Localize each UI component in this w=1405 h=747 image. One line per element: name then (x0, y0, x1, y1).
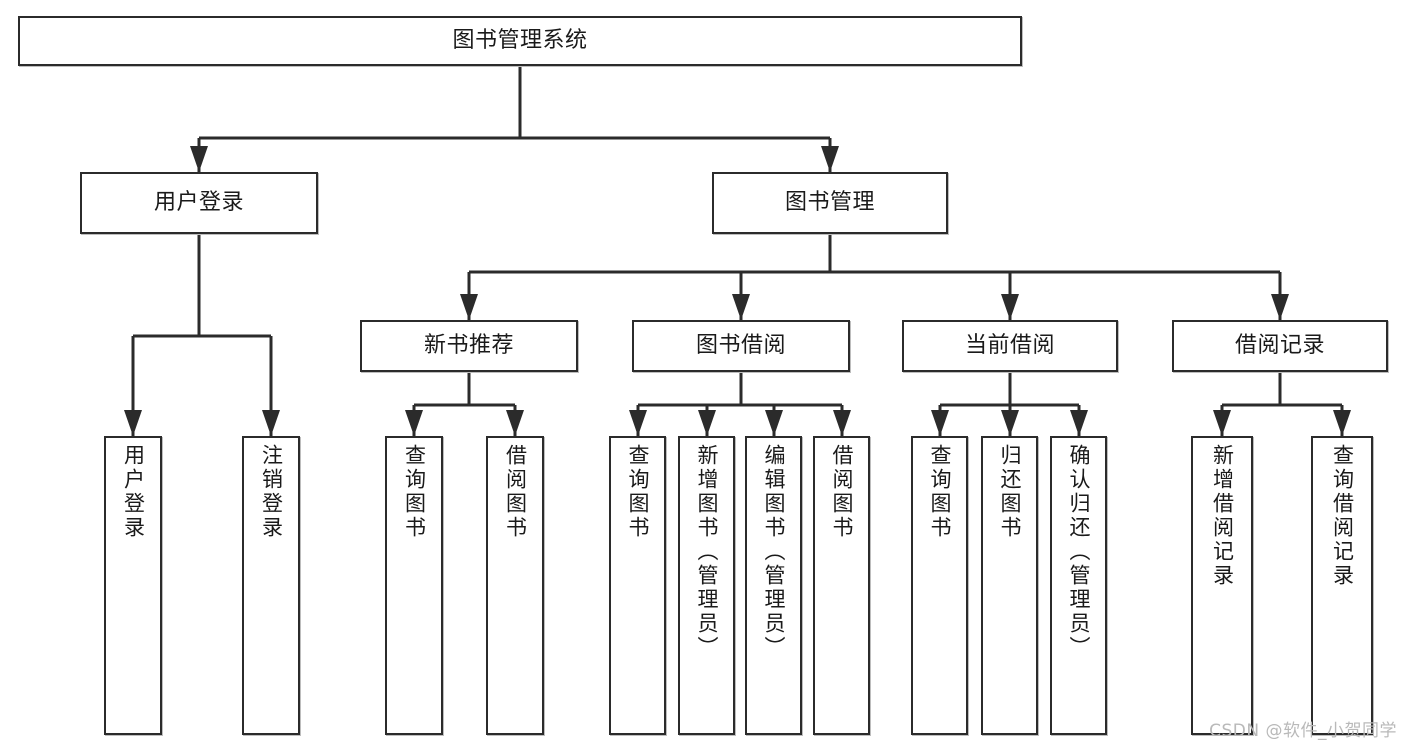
node-label-leaf-query-book-1: 查询图书 (402, 444, 427, 540)
watermark: CSDN @软件_小贺同学 (1209, 721, 1397, 741)
node-label-leaf-query-record: 查询借阅记录 (1330, 444, 1355, 588)
arrowhead-icon-leaf-edit-book (765, 410, 783, 436)
node-label-user-login: 用户登录 (153, 190, 244, 216)
arrowhead-icon-borrow-record (1271, 294, 1289, 320)
node-leaf-query-book-3[interactable]: 查询图书 (911, 436, 968, 735)
node-label-leaf-borrow-book-1: 借阅图书 (503, 444, 528, 540)
node-leaf-query-book-1[interactable]: 查询图书 (385, 436, 443, 735)
node-label-leaf-edit-book: 编辑图书（管理员） (762, 444, 786, 660)
arrowhead-icon-leaf-confirm-return (1070, 410, 1088, 436)
arrowhead-icon-book-manage (821, 146, 839, 172)
node-borrow-record[interactable]: 借阅记录 (1172, 320, 1388, 372)
node-leaf-add-record[interactable]: 新增借阅记录 (1191, 436, 1253, 735)
arrowhead-icon-leaf-borrow-book-1 (506, 410, 524, 436)
node-label-leaf-logout: 注销登录 (259, 444, 284, 540)
node-label-leaf-query-book-2: 查询图书 (626, 444, 650, 540)
node-leaf-return-book[interactable]: 归还图书 (981, 436, 1038, 735)
arrowhead-icon-leaf-add-record (1213, 410, 1231, 436)
arrowhead-icon-leaf-user-login (124, 410, 142, 436)
node-root[interactable]: 图书管理系统 (18, 16, 1022, 66)
node-new-book-rec[interactable]: 新书推荐 (360, 320, 578, 372)
node-leaf-query-record[interactable]: 查询借阅记录 (1311, 436, 1373, 735)
node-book-borrow[interactable]: 图书借阅 (632, 320, 850, 372)
node-label-leaf-return-book: 归还图书 (998, 444, 1022, 540)
node-leaf-borrow-book-2[interactable]: 借阅图书 (813, 436, 870, 735)
node-leaf-user-login[interactable]: 用户登录 (104, 436, 162, 735)
node-label-leaf-user-login: 用户登录 (121, 444, 146, 540)
arrowhead-icon-leaf-add-book (698, 410, 716, 436)
node-user-login[interactable]: 用户登录 (80, 172, 318, 234)
node-label-root: 图书管理系统 (452, 28, 588, 54)
node-leaf-add-book[interactable]: 新增图书（管理员） (678, 436, 735, 735)
node-label-leaf-borrow-book-2: 借阅图书 (830, 444, 854, 540)
node-label-leaf-query-book-3: 查询图书 (928, 444, 952, 540)
arrowhead-icon-book-borrow (732, 294, 750, 320)
node-label-leaf-add-record: 新增借阅记录 (1210, 444, 1235, 588)
node-leaf-logout[interactable]: 注销登录 (242, 436, 300, 735)
node-label-leaf-confirm-return: 确认归还（管理员） (1067, 444, 1091, 660)
node-label-book-manage: 图书管理 (784, 190, 875, 216)
node-leaf-confirm-return[interactable]: 确认归还（管理员） (1050, 436, 1107, 735)
node-current-borrow[interactable]: 当前借阅 (902, 320, 1118, 372)
arrowhead-icon-current-borrow (1001, 294, 1019, 320)
arrowhead-icon-leaf-logout (262, 410, 280, 436)
arrowhead-icon-leaf-query-book-2 (629, 410, 647, 436)
arrowhead-icon-new-book-rec (460, 294, 478, 320)
arrowhead-icon-leaf-borrow-book-2 (833, 410, 851, 436)
node-label-current-borrow: 当前借阅 (964, 333, 1055, 359)
arrowhead-icon-user-login (190, 146, 208, 172)
arrowhead-icon-leaf-query-record (1333, 410, 1351, 436)
arrowhead-icon-leaf-query-book-3 (931, 410, 949, 436)
node-label-new-book-rec: 新书推荐 (423, 333, 514, 359)
node-book-manage[interactable]: 图书管理 (712, 172, 948, 234)
node-label-leaf-add-book: 新增图书（管理员） (695, 444, 719, 660)
arrowhead-icon-leaf-query-book-1 (405, 410, 423, 436)
arrowhead-icon-leaf-return-book (1001, 410, 1019, 436)
node-leaf-edit-book[interactable]: 编辑图书（管理员） (745, 436, 802, 735)
node-label-book-borrow: 图书借阅 (695, 333, 786, 359)
node-leaf-query-book-2[interactable]: 查询图书 (609, 436, 666, 735)
node-label-borrow-record: 借阅记录 (1234, 333, 1325, 359)
node-leaf-borrow-book-1[interactable]: 借阅图书 (486, 436, 544, 735)
